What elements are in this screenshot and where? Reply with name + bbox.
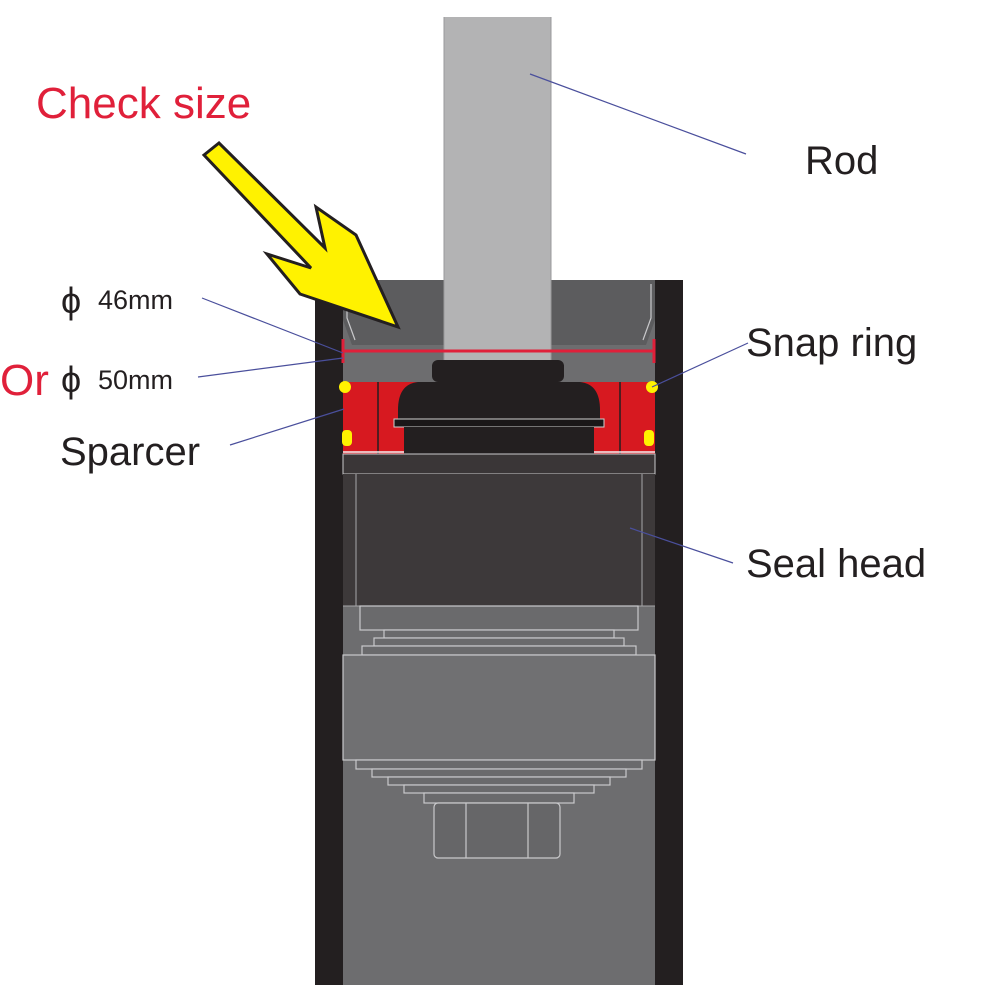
snap-ring-label: Snap ring [746, 321, 917, 365]
tube-left-wall [315, 280, 343, 985]
rod-seal-lip [393, 418, 605, 428]
rod-seal-base [404, 427, 594, 454]
seal-head-label: Seal head [746, 542, 926, 586]
piston-nut [433, 802, 561, 859]
snap-ring-left-upper [339, 381, 351, 393]
or-label: Or [0, 356, 49, 405]
rod [444, 17, 551, 362]
diameter-symbol-1: ϕ [61, 280, 81, 321]
dimension-46mm: 46mm [98, 285, 173, 315]
dimension-50mm: 50mm [98, 365, 173, 395]
rod-seal-body [398, 382, 600, 424]
rod-seal-top [432, 360, 564, 382]
piston-assembly [342, 605, 656, 804]
seal-head [343, 474, 655, 606]
spacer-label: Sparcer [60, 430, 200, 474]
rod-label: Rod [805, 139, 878, 183]
seal-head-ring [342, 453, 656, 475]
measure-line [341, 339, 656, 363]
check-size-label: Check size [36, 79, 251, 128]
check-arrow [201, 140, 401, 330]
snap-ring-right-lower [644, 430, 654, 446]
leader-lines [197, 73, 749, 564]
diameter-symbol-2: ϕ [61, 359, 81, 400]
tube-right-wall [655, 280, 683, 985]
snap-ring-left-lower [342, 430, 352, 446]
